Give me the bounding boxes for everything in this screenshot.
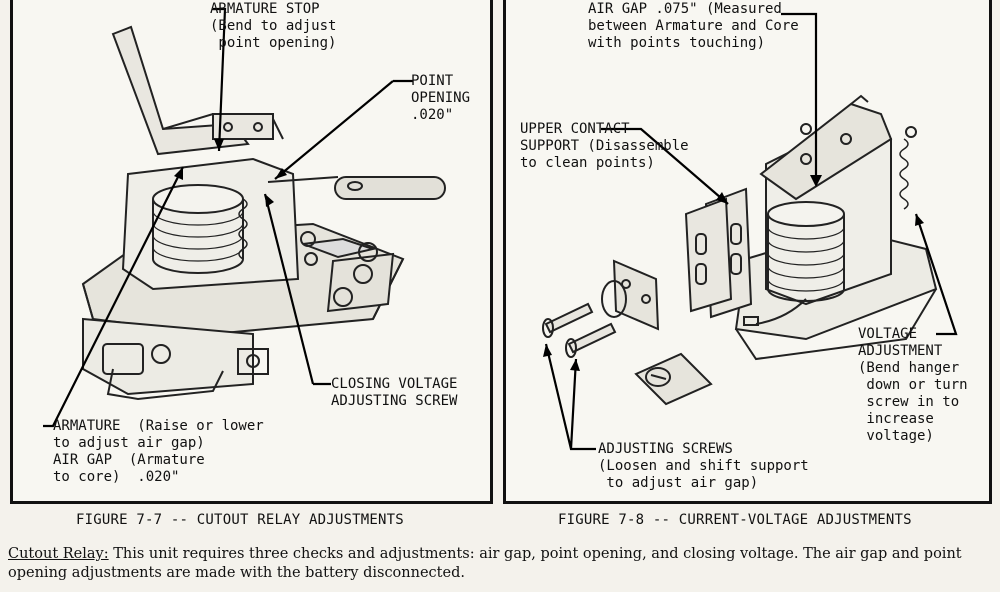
paragraph-text: This unit requires three checks and adju… <box>8 546 962 581</box>
armature-air-gap-label: ARMATURE (Raise or lower to adjust air g… <box>53 418 264 485</box>
closing-voltage-screw-label: CLOSING VOLTAGE ADJUSTING SCREW <box>331 376 458 409</box>
armature-stop-label: ARMATURE STOP (Bend to adjust point open… <box>210 1 337 51</box>
paragraph-heading: Cutout Relay: <box>8 546 109 562</box>
cutout-relay-illustration <box>43 7 446 428</box>
figure-7-7-panel: ARMATURE STOP (Bend to adjust point open… <box>10 0 493 504</box>
air-gap-label: AIR GAP .075" (Measured between Armature… <box>588 1 799 51</box>
adjusting-screws-label: ADJUSTING SCREWS (Loosen and shift suppo… <box>598 441 809 491</box>
voltage-adjustment-label: VOLTAGE ADJUSTMENT (Bend hanger down or … <box>858 326 968 444</box>
current-voltage-regulator-illustration <box>542 12 958 451</box>
point-opening-label: POINT OPENING .020" <box>411 73 471 123</box>
figure-7-8-caption: FIGURE 7-8 -- CURRENT-VOLTAGE ADJUSTMENT… <box>558 512 912 528</box>
figure-7-7-caption: FIGURE 7-7 -- CUTOUT RELAY ADJUSTMENTS <box>76 512 404 528</box>
body-paragraph: Cutout Relay: This unit requires three c… <box>8 545 993 583</box>
upper-contact-support-label: UPPER CONTACT SUPPORT (Disassemble to cl… <box>520 121 689 171</box>
figure-7-8-panel: AIR GAP .075" (Measured between Armature… <box>503 0 992 504</box>
